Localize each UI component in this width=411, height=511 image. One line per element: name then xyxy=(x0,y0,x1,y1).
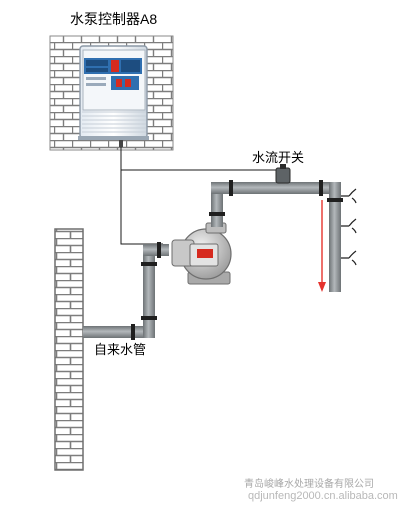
flow-direction-arrow xyxy=(318,200,326,292)
water-pump xyxy=(171,222,232,285)
controller-label: 水泵控制器A8 xyxy=(70,11,158,27)
flow-switch xyxy=(275,164,291,184)
outlet-pipe xyxy=(209,180,343,292)
flow-switch-label: 水流开关 xyxy=(252,150,305,165)
watermark-company: 青岛峻峰水处理设备有限公司 xyxy=(244,479,374,490)
watermark-site: qdjunfeng2000.cn.alibaba.com xyxy=(248,490,398,502)
brick-wall xyxy=(54,228,84,471)
inlet-pipe xyxy=(83,242,169,340)
pump-controller-box xyxy=(78,45,149,147)
faucet-taps xyxy=(341,188,357,266)
tap-pipe-label: 自来水管 xyxy=(94,342,147,357)
